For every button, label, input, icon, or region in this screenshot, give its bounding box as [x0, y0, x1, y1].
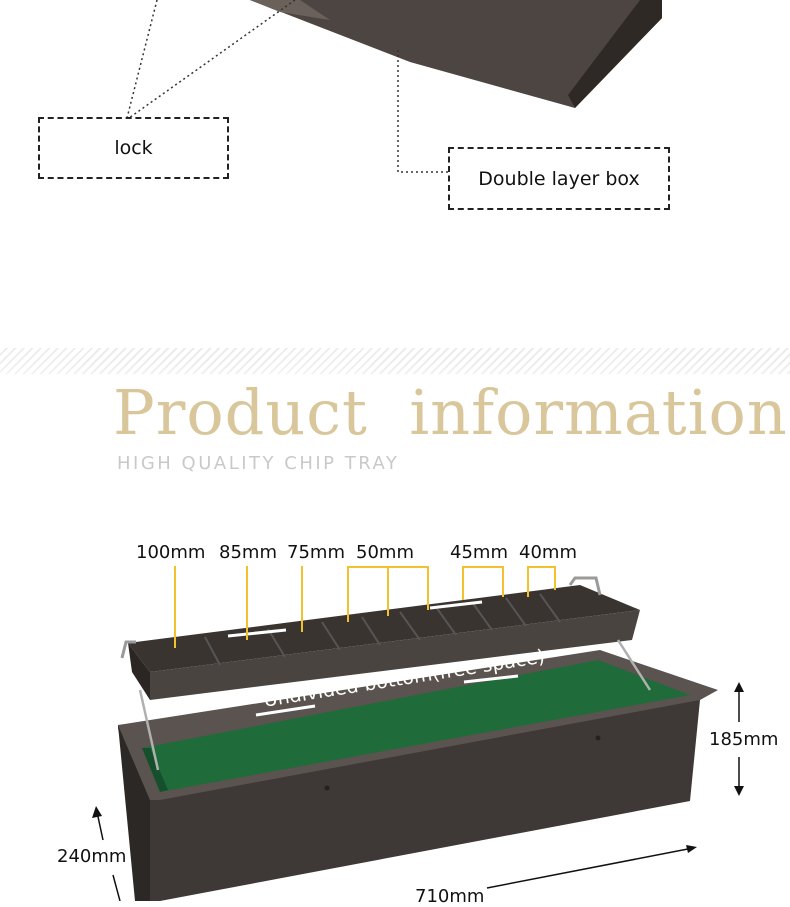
right-handle	[568, 576, 602, 596]
screw	[324, 785, 330, 791]
box-body	[250, 0, 662, 108]
tray-divider	[539, 593, 561, 623]
slot-mark	[463, 674, 519, 684]
tray-divider	[399, 611, 421, 641]
slot-label-100: 100mm	[136, 542, 206, 563]
tray-divider	[505, 597, 527, 627]
upper-tray-front	[150, 610, 640, 700]
tray-divider	[435, 606, 457, 636]
slot-label-40: 40mm	[519, 542, 577, 563]
lower-box-left	[118, 725, 150, 901]
length-label: 710mm	[415, 886, 485, 907]
slot-label-75: 75mm	[287, 542, 345, 563]
tray-divider	[361, 616, 381, 646]
lock-leader-2	[128, 0, 296, 119]
depth-label: 240mm	[57, 846, 127, 867]
felt-edge	[142, 748, 168, 792]
slot-mark	[429, 600, 483, 610]
slot-mark	[227, 628, 287, 638]
upper-tray-side	[128, 643, 150, 700]
lock-callout: lock	[38, 117, 229, 179]
tray-divider	[321, 621, 341, 651]
box-top-illustration	[126, 0, 662, 173]
stripe-fade	[0, 360, 790, 520]
height-label: 185mm	[709, 729, 779, 750]
right-hinge-arm	[616, 639, 652, 691]
box-edge	[250, 0, 330, 20]
box-side	[568, 0, 662, 108]
tray-divider	[471, 601, 493, 631]
section-subtitle: HIGH QUALITY CHIP TRAY	[117, 453, 400, 474]
lock-leader-1	[126, 0, 158, 119]
double-layer-leader	[397, 50, 450, 173]
tray-divider	[267, 628, 286, 658]
slot-label-45: 45mm	[450, 542, 508, 563]
left-hinge-arm	[138, 689, 160, 771]
double-layer-callout: Double layer box	[448, 147, 670, 210]
left-handle	[120, 640, 136, 659]
slot-label-50: 50mm	[356, 542, 414, 563]
slot-markers	[174, 566, 556, 648]
screw	[595, 735, 601, 741]
arrow-heads	[92, 682, 744, 853]
slot-mark	[255, 704, 316, 717]
tray-divider	[204, 636, 221, 666]
section-title: Product information	[113, 376, 788, 449]
felt-bottom	[142, 660, 690, 792]
slot-label-85: 85mm	[219, 542, 277, 563]
